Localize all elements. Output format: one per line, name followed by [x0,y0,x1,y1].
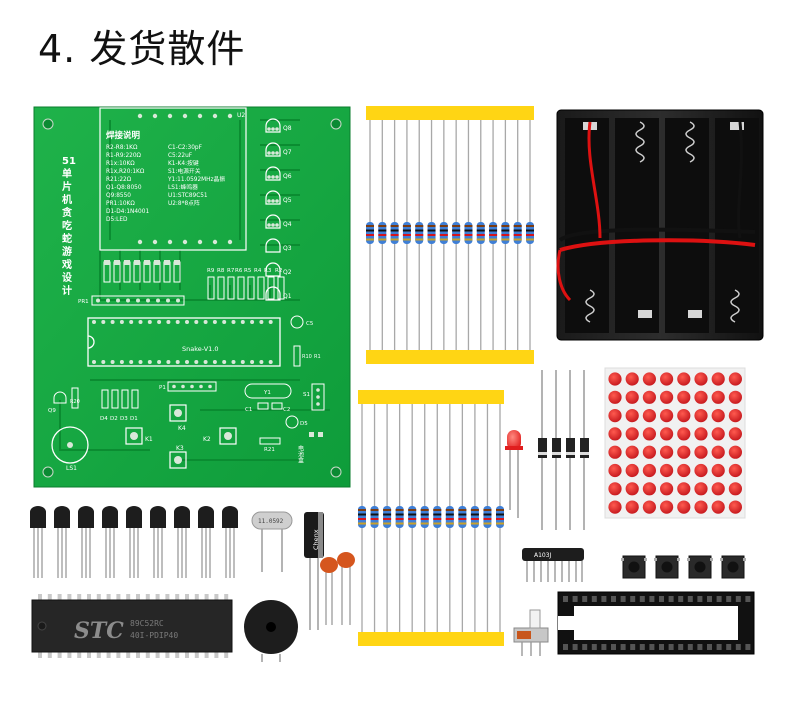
svg-text:U2:8*8点阵: U2:8*8点阵 [168,199,200,207]
svg-text:K1-K4:按键: K1-K4:按键 [168,159,199,167]
pcb-pr1-footprint: PR1 [78,295,185,306]
resistor-strip-top [366,106,534,364]
svg-text:R6: R6 [235,268,243,274]
electrolytic-capacitor: Chenx [304,512,324,630]
red-led [505,430,523,518]
svg-text:R1-R9:220Ω: R1-R9:220Ω [106,153,142,159]
label-q6: Q6 [283,173,292,180]
chip-line1: 89C52RC [130,619,164,628]
svg-text:Q9:8550: Q9:8550 [106,193,131,199]
svg-text:R2: R2 [275,268,282,274]
label-k3: K3 [176,445,184,452]
led-dot-matrix [604,367,746,519]
label-q1: Q1 [283,293,292,300]
label-q9: Q9 [48,408,56,414]
svg-text:R8: R8 [217,268,225,274]
page-heading: 4. 发货散件 [38,18,245,73]
tact-buttons [621,555,746,579]
label-s1: S1 [303,392,310,398]
transistors-to92 [30,506,238,578]
svg-text:R3: R3 [264,268,272,274]
svg-text:D1-D4:1N4001: D1-D4:1N4001 [106,209,149,215]
pcb-notes-right: C1-C2:30pF C5:22uF K1-K4:按键 S1:电源开关 Y1:1… [167,145,225,207]
label-u2: U2 [237,112,245,119]
label-q2: Q2 [283,269,292,276]
label-c2: C2 [283,407,290,413]
label-k2: K2 [203,436,211,443]
label-q7: Q7 [283,149,292,156]
label-y1: Y1 [263,390,271,396]
battery-holder [556,109,764,341]
svg-text:LS1:蜂鸣器: LS1:蜂鸣器 [168,183,198,191]
label-ls1: LS1 [66,465,77,472]
svg-text:C1-C2:30pF: C1-C2:30pF [168,145,202,151]
label-q3: Q3 [283,245,292,252]
label-q5: Q5 [283,197,292,204]
label-d3: D3 [120,416,128,422]
label-d5: D5 [300,421,308,427]
crystal-label: 11.0592 [258,518,284,525]
svg-text:C5:22uF: C5:22uF [168,153,192,159]
mcu-chip: STC 89C52RC 40I-PDIP40 [31,594,233,658]
svg-text:R2-R8:1KΩ: R2-R8:1KΩ [106,145,138,151]
svg-text:PR1:10KΩ: PR1:10KΩ [106,201,135,207]
pcb-transistor-footprints: Q8 Q7 Q6 Q5 Q4 Q3 Q2 Q1 [265,118,292,301]
resistor-network: A103J [522,548,584,582]
svg-text:R7: R7 [227,268,235,274]
svg-text:D5:LED: D5:LED [106,217,128,223]
label-k4: K4 [178,425,186,432]
label-d4: D4 [100,416,108,422]
svg-text:S1:电源开关: S1:电源开关 [168,167,201,175]
pcb-chip-label: Snake-V1.0 [182,345,219,353]
capacitor-label: Chenx [312,529,320,550]
label-r20: R20 [70,399,80,405]
diodes [538,370,589,530]
label-r10: R10 [302,354,312,360]
svg-text:Y1:11.0592MHz晶振: Y1:11.0592MHz晶振 [167,175,225,183]
heading-text: 发货散件 [89,27,246,71]
label-d1: D1 [130,416,138,422]
label-k1: K1 [145,436,153,443]
ceramic-capacitors [320,552,355,625]
svg-text:R4: R4 [254,268,262,274]
resistor-strip-bottom [358,390,504,646]
ic-socket [557,591,755,655]
crystal-oscillator: 11.0592 [251,511,293,572]
chip-line2: 40I-PDIP40 [130,631,178,640]
svg-text:U1:STC89C51: U1:STC89C51 [168,193,208,199]
chip-brand: STC [74,618,124,644]
label-r1: R1 [314,354,321,360]
svg-text:R1x:10KΩ: R1x:10KΩ [106,161,135,167]
svg-text:Q1-Q8:8050: Q1-Q8:8050 [106,185,142,191]
pcb-board: U2 焊接说明 R2-R8:1KΩ R1-R9:220Ω R1x:10KΩ R1… [33,106,351,488]
svg-text:R9: R9 [207,268,215,274]
svg-text:R5: R5 [244,268,252,274]
pcb-button-footprints: K4 K1 K2 K3 [125,404,237,469]
label-p1: P1 [159,385,166,391]
pcb-mcu-footprint: Snake-V1.0 [87,317,281,367]
resistor-pack-label: A103J [534,552,552,559]
pcb-notes-left: R2-R8:1KΩ R1-R9:220Ω R1x:10KΩ R1x,R20:1K… [106,145,149,223]
heading-number: 4. [38,27,77,71]
label-d2: D2 [110,416,118,422]
label-c1: C1 [245,407,252,413]
svg-text:PR1: PR1 [78,299,89,305]
label-q4: Q4 [283,221,292,228]
pcb-resistor-footprints-top: R9 R8 R7 R6 R5 R4 R3 R2 [207,268,285,300]
svg-text:R21:22Ω: R21:22Ω [106,177,132,183]
svg-text:R1x,R20:1KΩ: R1x,R20:1KΩ [106,169,145,175]
label-r21: R21 [264,447,275,453]
slide-switch [513,609,549,656]
label-c5: C5 [306,321,314,327]
buzzer [244,600,298,662]
pcb-notes-title: 焊接说明 [106,130,141,141]
label-q8: Q8 [283,125,292,132]
label-battery-box: 电池盒 [297,444,304,463]
